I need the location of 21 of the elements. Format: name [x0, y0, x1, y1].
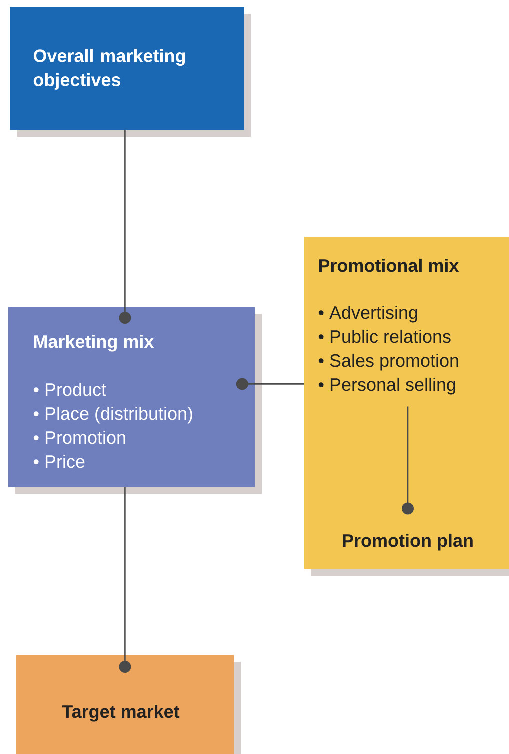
bullet-item: • Price [34, 454, 85, 468]
bullet-item: • Place (distribution) [34, 406, 192, 424]
box-label: Target market [62, 704, 180, 722]
connector [236, 378, 304, 390]
connector [119, 487, 132, 673]
box-heading: Overall marketing objectives [34, 49, 186, 90]
mix-box [8, 307, 262, 494]
bullet-item: • Sales promotion [318, 354, 458, 371]
box-heading: Marketing mix [34, 334, 154, 352]
promotional-mix-box [304, 237, 509, 576]
target-market-box [16, 655, 241, 754]
bullet-item: • Personal selling [318, 378, 456, 395]
box-heading: Promotional mix [319, 258, 460, 272]
plan-label: Promotion plan [343, 534, 473, 551]
bullet-item: • Public relations [318, 330, 451, 344]
connector [402, 406, 414, 515]
connector [119, 130, 132, 324]
objective-box [10, 7, 251, 137]
bullet-item: • Promotion [34, 430, 126, 444]
bullet-item: • Advertising [318, 306, 418, 323]
bullet-item: • Product [34, 382, 106, 396]
